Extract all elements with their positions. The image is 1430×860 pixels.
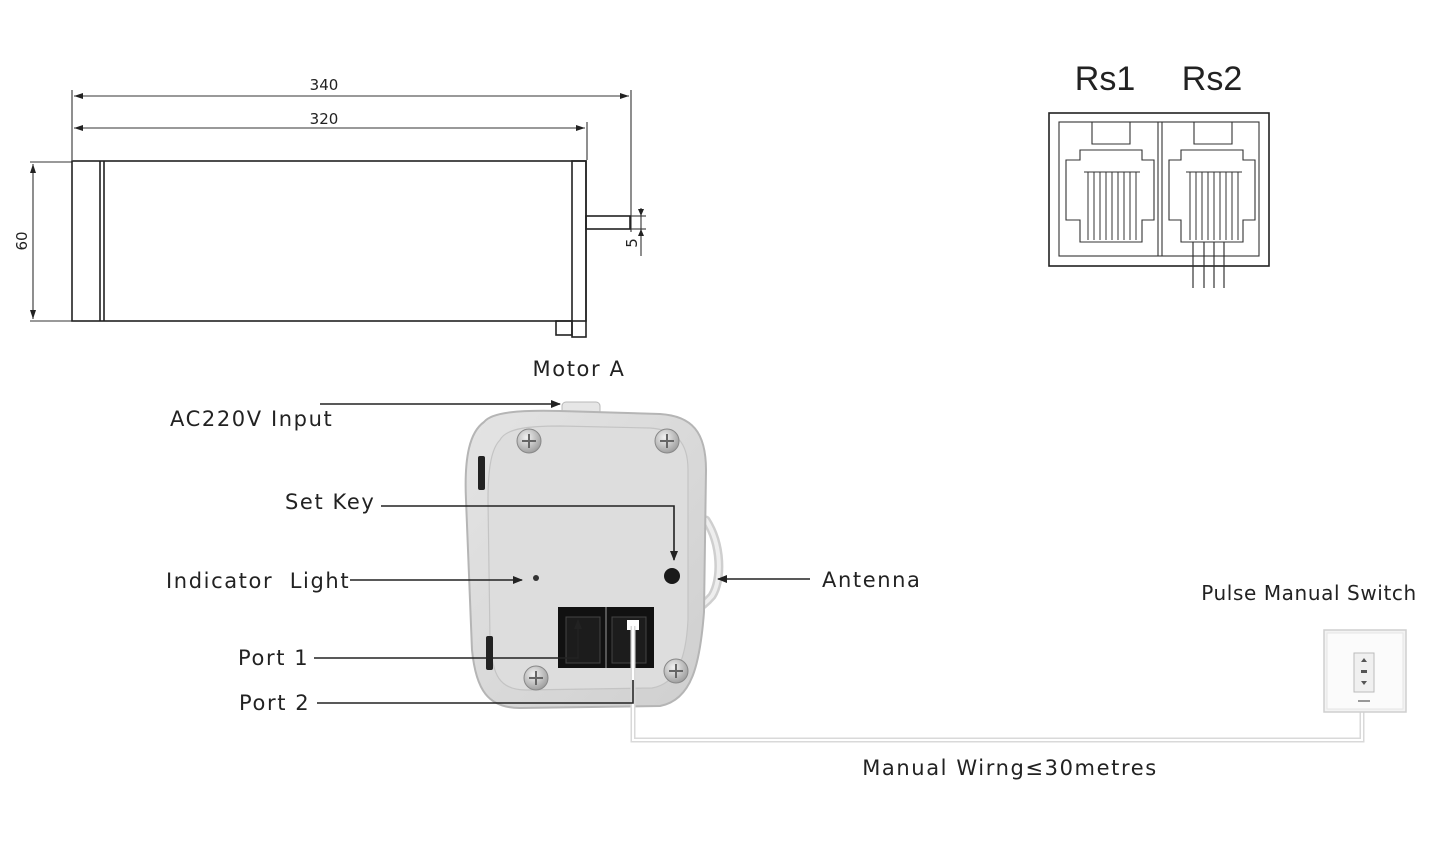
- label-set-key: Set Key: [285, 490, 375, 514]
- rj-connector-drawing: Rs1 Rs2: [1048, 60, 1270, 288]
- label-port-2: Port 2: [239, 691, 310, 715]
- manual-wiring-cable: [627, 620, 1365, 743]
- set-key-button-graphic: [664, 568, 680, 584]
- pulse-manual-switch: [1323, 629, 1407, 713]
- down-arrow-icon: [1361, 681, 1367, 685]
- motor-control-head: [464, 401, 724, 710]
- stop-icon: [1361, 670, 1367, 673]
- dimension-340: 340: [310, 76, 339, 94]
- indicator-light-graphic: [533, 575, 539, 581]
- label-indicator-light: Indicator Light: [166, 569, 350, 593]
- up-arrow-icon: [1361, 658, 1367, 662]
- dimension-60: 60: [13, 231, 31, 250]
- label-antenna: Antenna: [822, 568, 922, 592]
- wiring-length-note: Manual Wirng≤30metres: [862, 756, 1158, 780]
- motor-caption: Motor A: [533, 357, 626, 381]
- dimension-5: 5: [623, 238, 641, 248]
- port-label-rs1: Rs1: [1075, 60, 1135, 98]
- port-label-rs2: Rs2: [1182, 60, 1242, 98]
- callout-lines: [314, 400, 810, 704]
- label-ac-input: AC220V Input: [170, 407, 333, 431]
- label-port-1: Port 1: [238, 646, 309, 670]
- switch-title: Pulse Manual Switch: [1201, 581, 1417, 605]
- dimension-320: 320: [310, 110, 339, 128]
- motor-drawing: 340 320 60 5: [13, 76, 646, 338]
- ports-graphic: [558, 607, 654, 668]
